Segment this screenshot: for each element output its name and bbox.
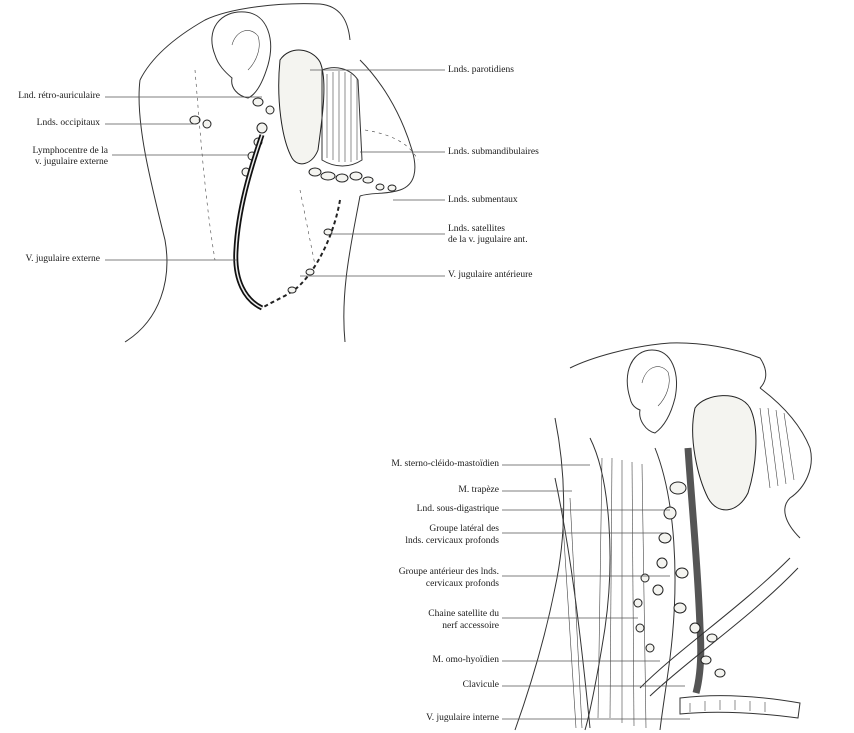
external-jugular-nodes bbox=[242, 123, 267, 176]
top-neck-drawing bbox=[0, 0, 560, 345]
submandibular-nodes bbox=[309, 168, 373, 183]
deep-cervical-nodes bbox=[653, 482, 725, 677]
label-lateral-1: Groupe latéral des bbox=[429, 524, 499, 535]
internal-jugular-vein bbox=[688, 448, 701, 693]
ear-inner bbox=[232, 30, 259, 70]
anterior-jugular-vein bbox=[262, 200, 340, 308]
parotid-gland bbox=[279, 50, 324, 164]
label-trapeze: M. trapèze bbox=[458, 485, 499, 496]
bottom-neck-illustration: M. sterno-cléido-mastoïdien M. trapèze L… bbox=[340, 328, 854, 733]
bottom-neck-drawing bbox=[340, 328, 854, 733]
label-submandibulaires: Lnds. submandibulaires bbox=[448, 147, 539, 158]
label-anterieur-1: Groupe antérieur des lnds. bbox=[399, 567, 499, 578]
ear-inner bbox=[642, 367, 669, 406]
label-chaine-1: Chaine satellite du bbox=[428, 609, 499, 620]
label-jugulaire-anterieure: V. jugulaire antérieure bbox=[448, 270, 533, 281]
ear-outline bbox=[212, 12, 271, 98]
masseter-muscle bbox=[322, 68, 362, 166]
label-anterieur-2: cervicaux profonds bbox=[426, 579, 499, 590]
label-lateral-2: lnds. cervicaux profonds bbox=[405, 536, 499, 547]
label-sterno: M. sterno-cléido-mastoïdien bbox=[391, 459, 499, 470]
label-parotidiens: Lnds. parotidiens bbox=[448, 65, 514, 76]
label-clavicule: Clavicule bbox=[463, 680, 499, 691]
label-jugulaire-externe: V. jugulaire externe bbox=[26, 254, 100, 265]
neck-back-outline bbox=[125, 80, 167, 342]
label-retro-auriculaire: Lnd. rétro-auriculaire bbox=[18, 91, 100, 102]
parotid-gland bbox=[693, 396, 756, 510]
top-neck-illustration: Lnd. rétro-auriculaire Lnds. occipitaux … bbox=[0, 0, 560, 345]
label-jugulaire-interne: V. jugulaire interne bbox=[426, 713, 499, 724]
label-lymphocentre-2: v. jugulaire externe bbox=[35, 157, 108, 168]
label-sous-digastrique: Lnd. sous-digastrique bbox=[417, 504, 499, 515]
label-lymphocentre-1: Lymphocentre de la bbox=[33, 146, 108, 157]
hatching-2 bbox=[300, 190, 315, 265]
omohyoid-muscle bbox=[640, 558, 790, 688]
jaw-outline bbox=[360, 60, 415, 196]
throat-outline bbox=[344, 196, 360, 342]
trapezius-muscle bbox=[555, 478, 590, 728]
label-chaine-2: nerf accessoire bbox=[442, 621, 499, 632]
label-submentaux: Lnds. submentaux bbox=[448, 195, 518, 206]
head-outline bbox=[570, 343, 766, 388]
label-satellites-1: Lnds. satellites bbox=[448, 224, 505, 235]
label-satellites-2: de la v. jugulaire ant. bbox=[448, 235, 528, 246]
jaw-outline bbox=[760, 388, 811, 538]
ear-outline bbox=[627, 350, 676, 433]
submental-nodes bbox=[376, 184, 396, 191]
label-occipitaux: Lnds. occipitaux bbox=[37, 118, 100, 129]
hatching-1 bbox=[195, 70, 215, 260]
masseter-muscle bbox=[760, 408, 794, 488]
clavicle bbox=[680, 696, 800, 718]
label-omo: M. omo-hyoïdien bbox=[433, 655, 500, 666]
